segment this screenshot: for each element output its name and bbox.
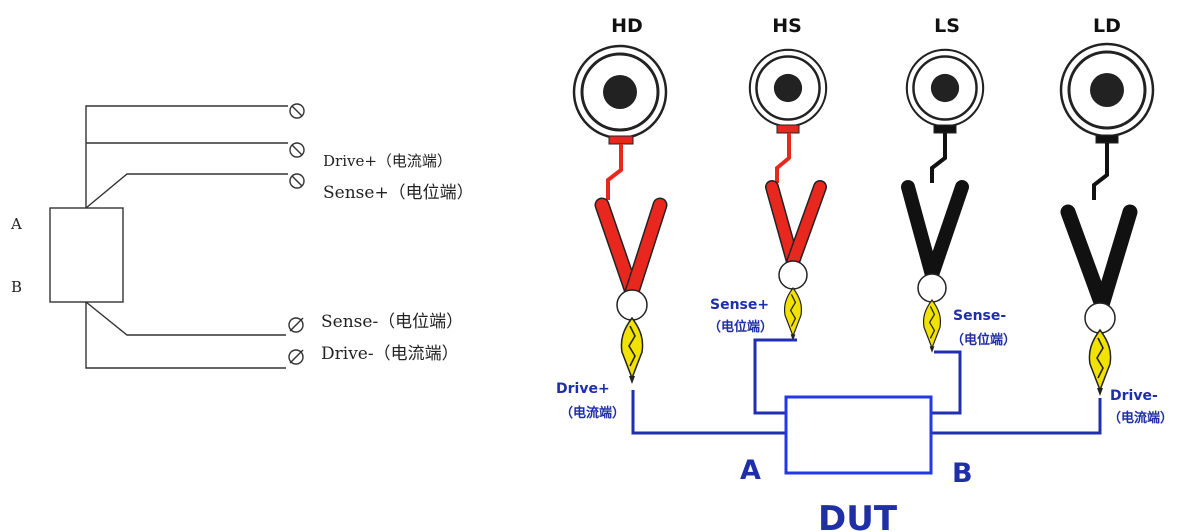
drive-plus-sublabel: （电流端） xyxy=(560,405,625,421)
jack-ls: LS xyxy=(905,15,985,134)
resistor-box xyxy=(49,207,124,303)
hd-socket-icon xyxy=(572,44,668,140)
schematic-drive-plus-label: Drive+（电流端） xyxy=(323,152,452,170)
drive-plus-label: Drive+ xyxy=(556,381,610,397)
alligator-clips xyxy=(594,180,1138,397)
ls-black-clip-icon xyxy=(901,180,969,354)
terminal-2-icon xyxy=(289,142,305,158)
hd-red-clip-icon xyxy=(594,197,668,385)
jack-hs: HS xyxy=(748,15,828,134)
jack-hs-label: HS xyxy=(772,15,802,37)
dut-box xyxy=(784,395,933,475)
jack-ld-label: LD xyxy=(1093,15,1121,37)
schematic-sense-minus-label: Sense-（电位端） xyxy=(321,312,463,332)
sense-plus-label: Sense+ xyxy=(710,297,769,313)
terminal-3-icon xyxy=(289,173,305,189)
ld-black-clip-icon xyxy=(1060,204,1138,397)
schematic-node-b: B xyxy=(11,278,22,296)
ld-socket-icon xyxy=(1059,42,1155,138)
schematic-drive-minus-label: Drive-（电流端） xyxy=(321,344,459,364)
jack-hd: HD xyxy=(572,15,668,145)
terminal-symbols xyxy=(288,103,305,365)
jack-ls-label: LS xyxy=(934,15,960,37)
dut-node-a: A xyxy=(740,455,761,486)
jack-hd-label: HD xyxy=(611,15,643,37)
terminal-5-icon xyxy=(288,349,304,365)
hs-socket-icon xyxy=(748,48,828,128)
schematic-sense-plus-label: Sense+（电位端） xyxy=(323,183,474,203)
hs-red-clip-icon xyxy=(765,180,827,342)
dut-node-b: B xyxy=(952,458,973,489)
terminal-jacks: HD HS LS LD xyxy=(572,15,1155,145)
schematic-node-a: A xyxy=(10,215,22,233)
sense-minus-sublabel: （电位端） xyxy=(951,332,1016,348)
jack-ld: LD xyxy=(1059,15,1155,144)
test-leads xyxy=(606,133,1109,200)
drive-minus-label: Drive- xyxy=(1110,388,1158,404)
dut-wiring xyxy=(631,338,1102,475)
sense-minus-label: Sense- xyxy=(953,308,1006,324)
four-wire-schematic: A B Drive+（电流端） Sense+（电位端） Sense-（电位端） … xyxy=(10,103,474,369)
dut-label: DUT xyxy=(818,499,898,532)
ls-socket-icon xyxy=(905,48,985,128)
schematic-wires xyxy=(85,105,288,369)
terminal-4-icon xyxy=(288,317,304,333)
wiring-labels: Drive+ （电流端） Sense+ （电位端） Sense- （电位端） D… xyxy=(556,297,1173,532)
terminal-1-icon xyxy=(289,103,305,119)
sense-plus-sublabel: （电位端） xyxy=(708,319,773,335)
drive-minus-sublabel: （电流端） xyxy=(1108,410,1173,426)
